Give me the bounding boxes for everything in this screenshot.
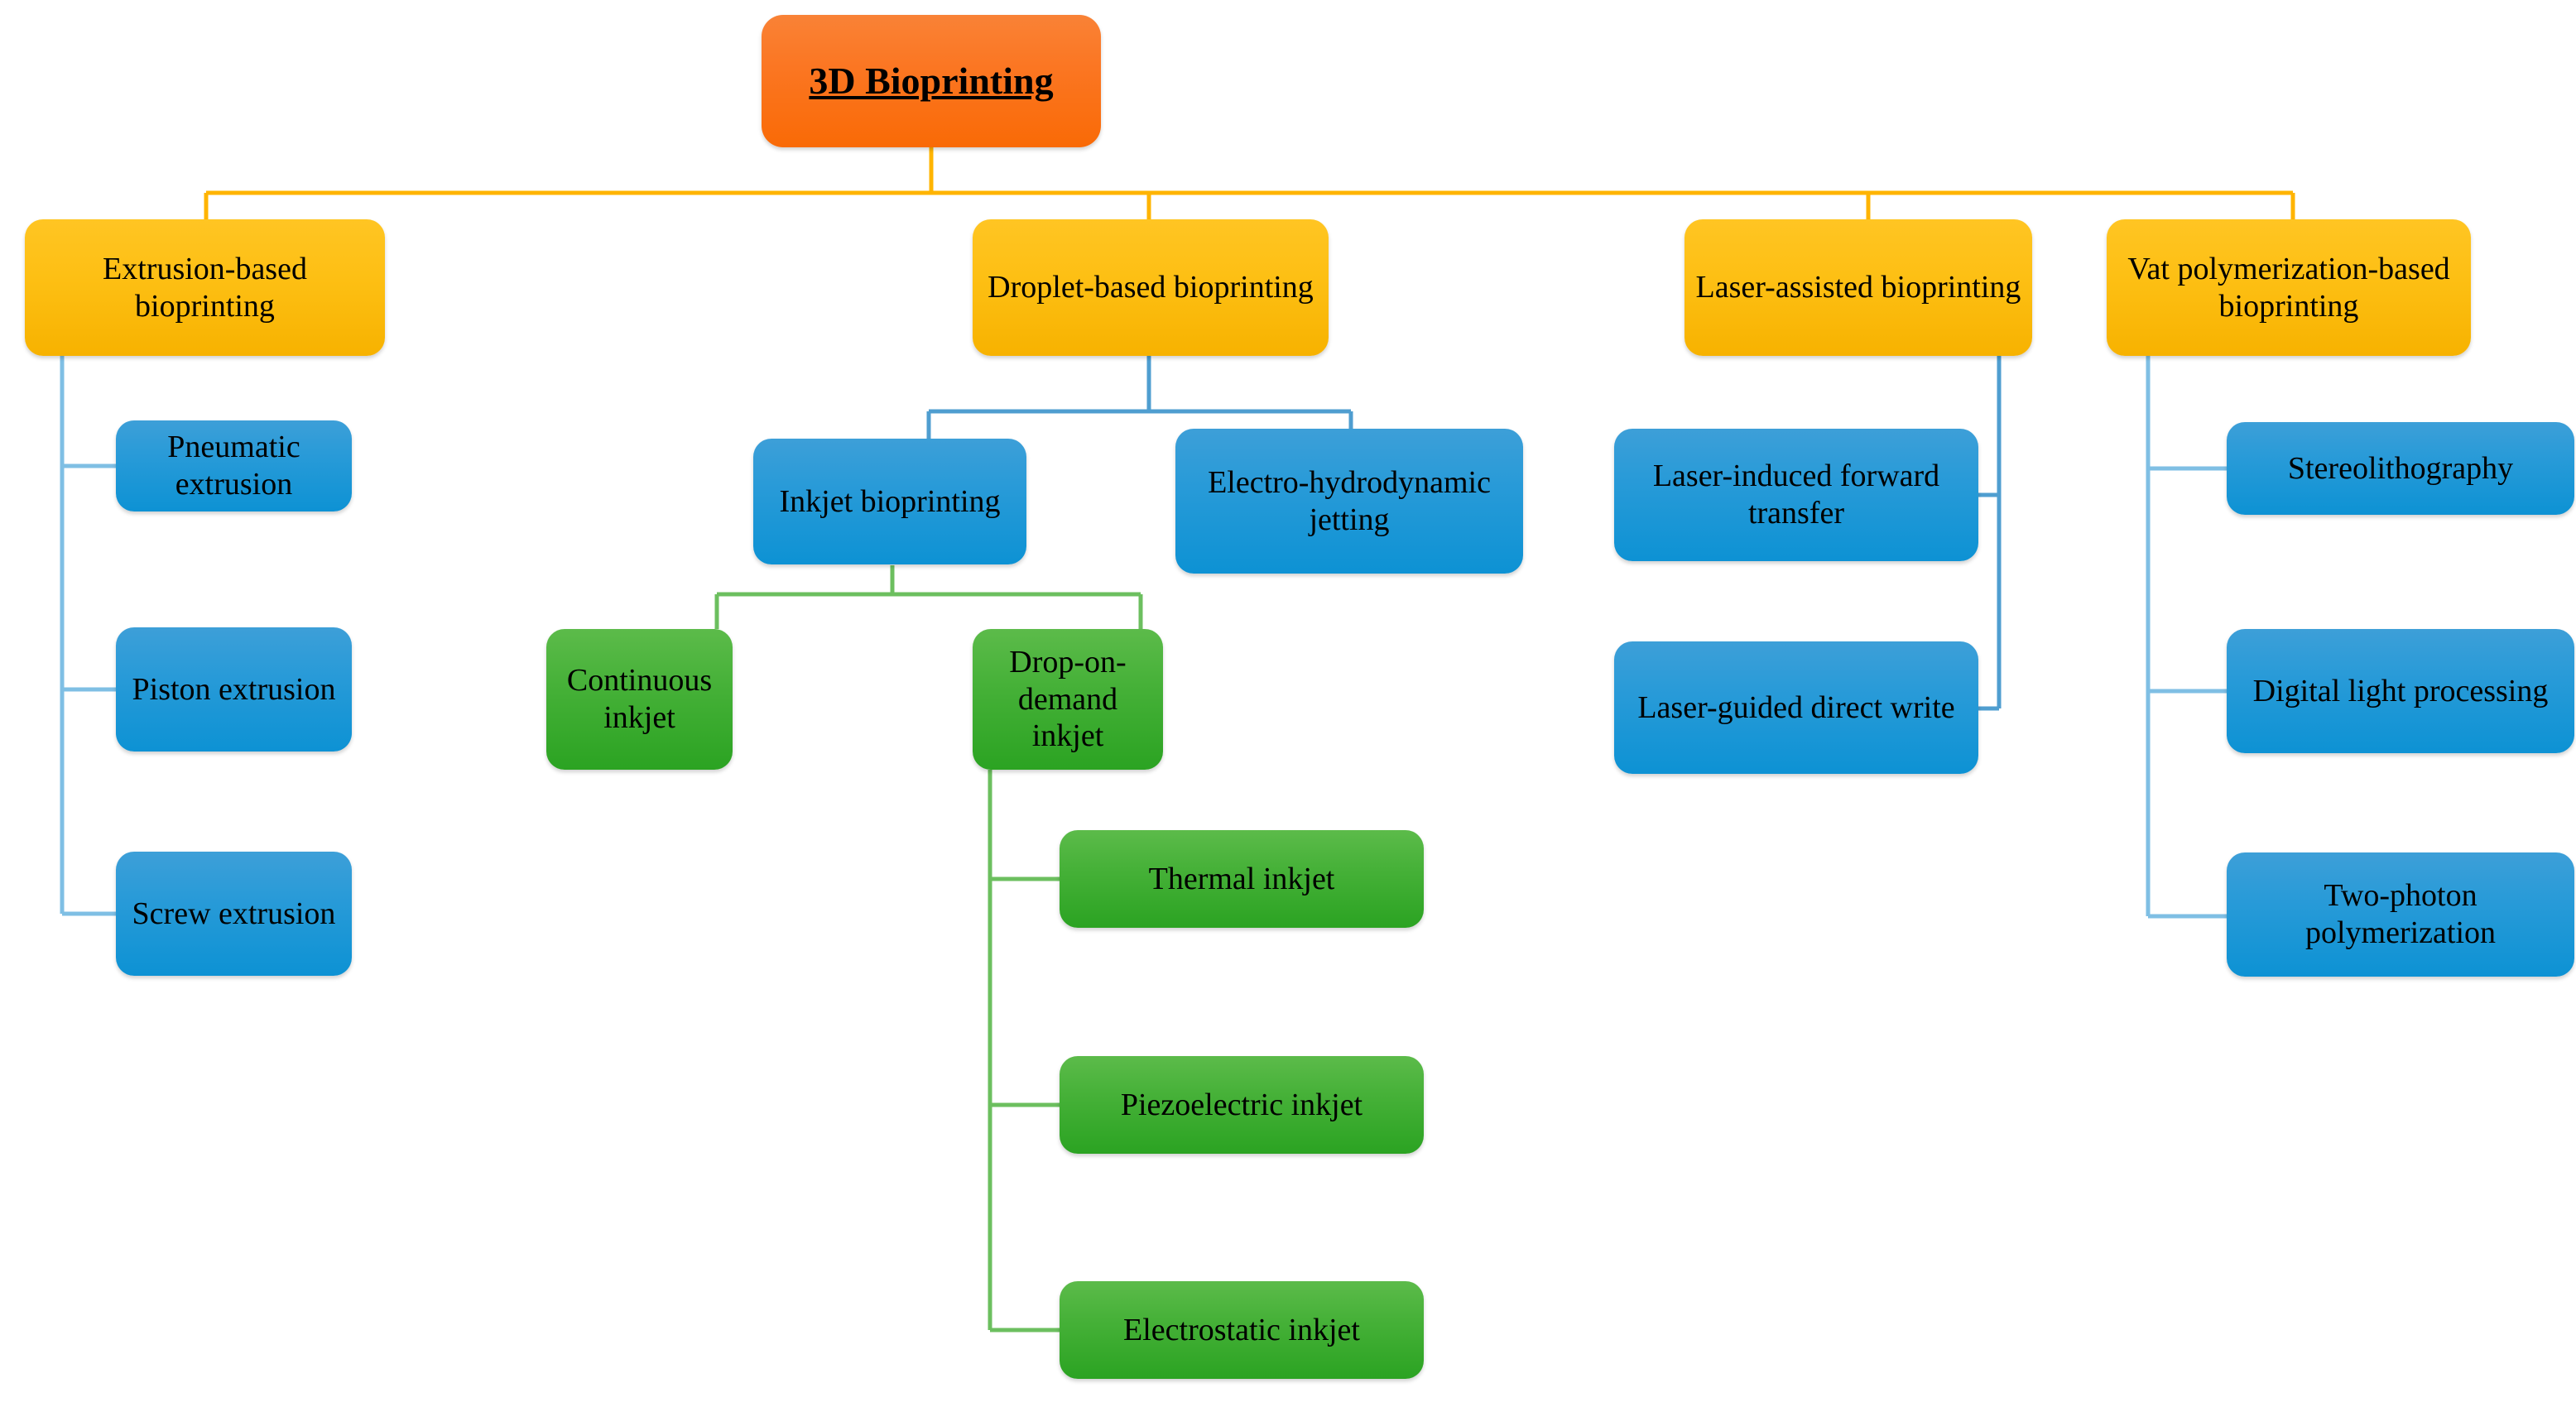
node-label: Stereolithography xyxy=(2287,450,2514,486)
root-connectors xyxy=(204,147,2295,219)
node-piston-extrusion[interactable]: Piston extrusion xyxy=(116,627,352,752)
node-label: Continuous inkjet xyxy=(566,663,713,735)
node-label: Laser-induced forward transfer xyxy=(1652,459,1940,531)
node-stereolithography[interactable]: Stereolithography xyxy=(2227,422,2574,515)
node-label: Laser-assisted bioprinting xyxy=(1695,270,2021,305)
node-thermal-inkjet[interactable]: Thermal inkjet xyxy=(1060,830,1424,928)
node-digital-light-processing[interactable]: Digital light processing xyxy=(2227,629,2574,753)
node-label: Electrostatic inkjet xyxy=(1123,1312,1360,1347)
droplet-connectors xyxy=(926,356,1353,439)
node-label: Droplet-based bioprinting xyxy=(988,270,1314,305)
node-vat-polymerization-based-bioprinting[interactable]: Vat polymerization-based bioprinting xyxy=(2107,219,2471,356)
node-laser-guided-direct-write[interactable]: Laser-guided direct write xyxy=(1614,641,1978,774)
node-label: Two-photon polymerization xyxy=(2304,878,2497,950)
node-label: Laser-guided direct write xyxy=(1637,689,1955,725)
node-label: Thermal inkjet xyxy=(1148,861,1335,896)
dod-connectors xyxy=(988,770,1060,1333)
node-label: Extrusion-based bioprinting xyxy=(103,251,307,324)
node-electro-hydrodynamic-jetting[interactable]: Electro-hydrodynamic jetting xyxy=(1175,429,1523,574)
node-label: Piezoelectric inkjet xyxy=(1120,1087,1363,1122)
node-droplet-based-bioprinting[interactable]: Droplet-based bioprinting xyxy=(973,219,1329,356)
extrusion-connectors xyxy=(60,356,116,916)
node-label: Vat polymerization-based bioprinting xyxy=(2127,251,2450,324)
node-pneumatic-extrusion[interactable]: Pneumatic extrusion xyxy=(116,420,352,511)
node-extrusion-based-bioprinting[interactable]: Extrusion-based bioprinting xyxy=(25,219,385,356)
inkjet-connectors xyxy=(714,565,1143,629)
node-continuous-inkjet[interactable]: Continuous inkjet xyxy=(546,629,733,770)
node-label: Digital light processing xyxy=(2252,673,2549,708)
node-label: Pneumatic extrusion xyxy=(167,430,300,502)
node-laser-induced-forward-transfer[interactable]: Laser-induced forward transfer xyxy=(1614,429,1978,561)
node-piezoelectric-inkjet[interactable]: Piezoelectric inkjet xyxy=(1060,1056,1424,1154)
node-two-photon-polymerization[interactable]: Two-photon polymerization xyxy=(2227,852,2574,977)
node-inkjet-bioprinting[interactable]: Inkjet bioprinting xyxy=(753,439,1026,564)
node-label: Piston extrusion xyxy=(132,671,336,707)
node-root-label: 3D Bioprinting xyxy=(809,59,1054,102)
node-label: Electro-hydrodynamic jetting xyxy=(1208,464,1491,537)
node-electrostatic-inkjet[interactable]: Electrostatic inkjet xyxy=(1060,1281,1424,1379)
node-root[interactable]: 3D Bioprinting xyxy=(762,15,1101,147)
node-drop-on-demand-inkjet[interactable]: Drop-on-demand inkjet xyxy=(973,629,1163,770)
vat-connectors xyxy=(2146,356,2227,919)
node-label: Drop-on-demand inkjet xyxy=(1009,644,1127,754)
node-laser-assisted-bioprinting[interactable]: Laser-assisted bioprinting xyxy=(1684,219,2032,356)
node-label: Screw extrusion xyxy=(132,896,336,931)
node-screw-extrusion[interactable]: Screw extrusion xyxy=(116,852,352,976)
node-label: Inkjet bioprinting xyxy=(779,483,1001,519)
